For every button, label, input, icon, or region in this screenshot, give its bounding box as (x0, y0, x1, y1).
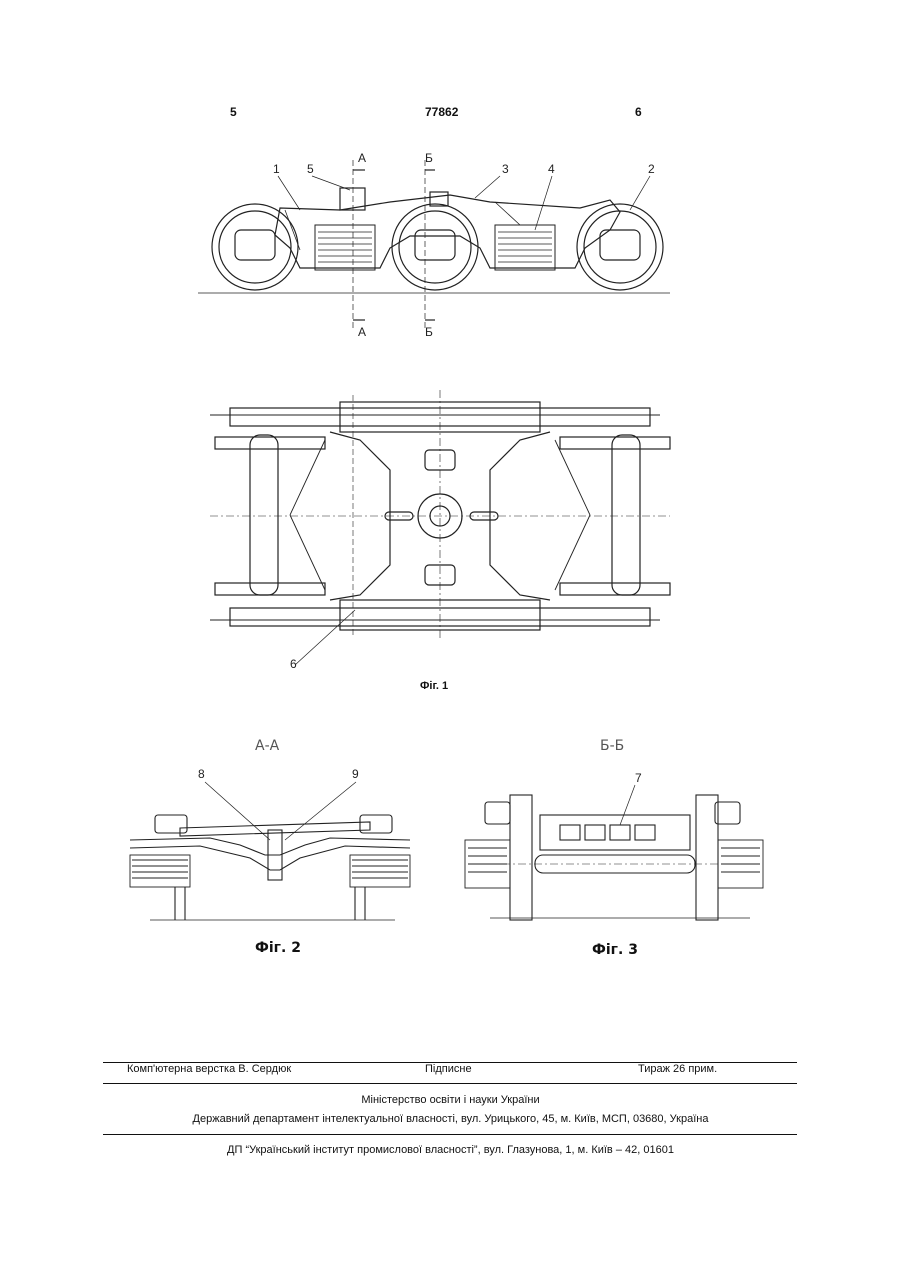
right-page-number: 6 (635, 105, 642, 119)
figure-3-caption: Фіг. 3 (592, 942, 638, 958)
department-line: Державний департамент інтелектуальної вл… (0, 1113, 901, 1125)
figure-1-caption: Фіг. 1 (420, 680, 448, 692)
callout-8: 8 (198, 767, 205, 781)
callout-1: 1 (273, 162, 280, 176)
layout-credit: Комп'ютерна верстка В. Сердюк (127, 1063, 291, 1075)
callout-6: 6 (290, 657, 297, 671)
callout-3: 3 (502, 162, 509, 176)
footer-rule-bottom (103, 1134, 797, 1135)
footer-rule-middle (103, 1083, 797, 1084)
callout-5: 5 (307, 162, 314, 176)
section-mark-a-bottom: А (358, 325, 366, 339)
figure-3-section-title: Б-Б (600, 738, 624, 754)
callout-7: 7 (635, 771, 642, 785)
section-mark-a-top: А (358, 151, 366, 165)
figure-2-drawing: 8 9 (120, 760, 420, 930)
patent-number: 77862 (425, 105, 458, 119)
figure-1-drawing: А Б А Б 1 5 3 4 2 6 (190, 140, 690, 685)
callout-9: 9 (352, 767, 359, 781)
ministry-line: Міністерство освіти і науки України (0, 1094, 901, 1106)
figure-2-caption: Фіг. 2 (255, 940, 301, 956)
institute-line: ДП “Український інститут промислової вла… (0, 1144, 901, 1156)
callout-2: 2 (648, 162, 655, 176)
section-mark-b-top: Б (425, 151, 433, 165)
figure-3-drawing: 7 (460, 760, 770, 930)
callout-4: 4 (548, 162, 555, 176)
subscription-note: Підписне (425, 1063, 472, 1075)
figure-2-section-title: А-А (255, 738, 279, 754)
circulation-note: Тираж 26 прим. (638, 1063, 717, 1075)
left-page-number: 5 (230, 105, 237, 119)
section-mark-b-bottom: Б (425, 325, 433, 339)
